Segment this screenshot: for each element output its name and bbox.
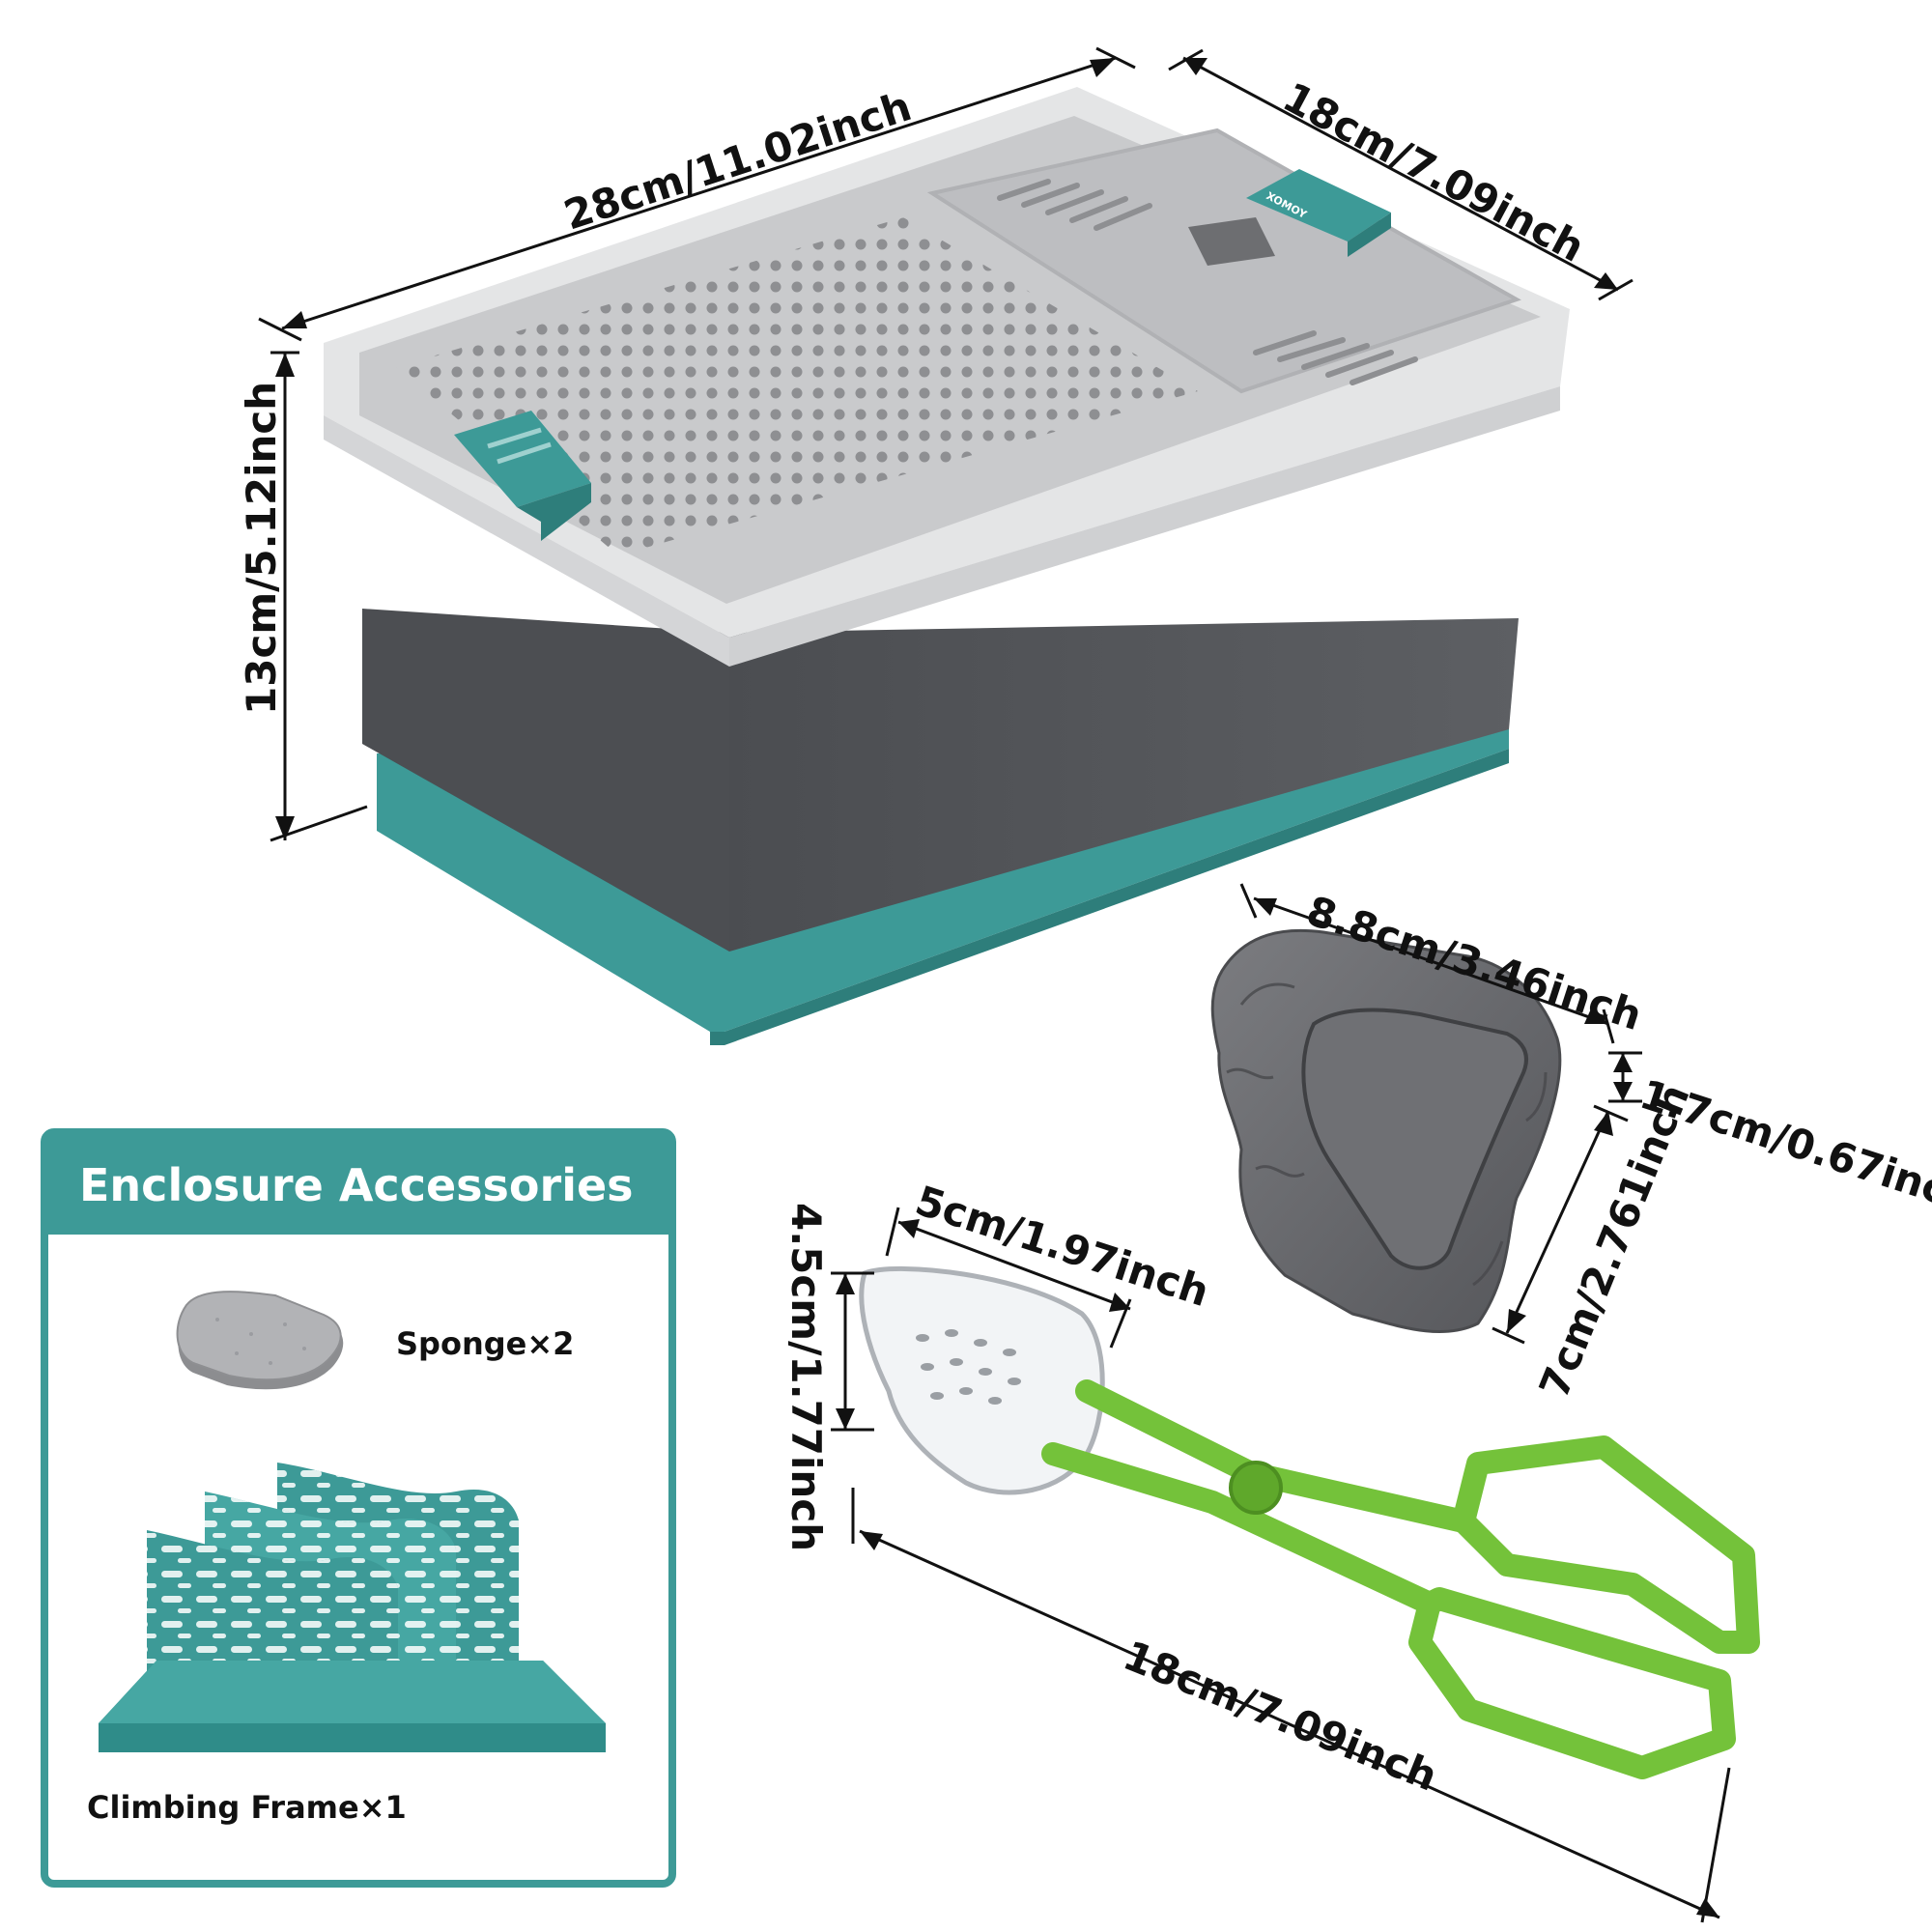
climbing-frame-label: Climbing Frame×1: [87, 1789, 407, 1826]
tong-head-height-label: 4.5cm/1.77inch: [782, 1203, 830, 1551]
box-body: [362, 609, 729, 952]
dish-length-label: 7cm/2.761inch: [1530, 1077, 1699, 1404]
feeding-tongs: [859, 1265, 1760, 1779]
tong-handle-upper: [1452, 1435, 1760, 1654]
lid-vent-grid: [396, 217, 1198, 555]
enclosure-box: XOMOY: [324, 87, 1570, 1045]
climbing-frame-icon: [99, 1463, 606, 1752]
tong-length-label: 18cm/7.09inch: [1117, 1632, 1443, 1801]
latch-front: [454, 411, 591, 541]
accessories-title: Enclosure Accessories: [48, 1136, 668, 1235]
hatch-slots: [997, 179, 1418, 385]
tong-scoop: [859, 1265, 1105, 1495]
box-height-label: 13cm/5.12inch: [238, 382, 285, 715]
sponge-icon: [176, 1291, 344, 1390]
sponge-label: Sponge×2: [396, 1325, 575, 1362]
water-dish: [1210, 928, 1562, 1334]
dimension-lines: [258, 46, 1731, 1923]
dimension-arrowheads: [275, 58, 1719, 1918]
tong-handle-lower: [1408, 1587, 1736, 1779]
accessories-panel: Enclosure Accessories Sponge×2 Climbing …: [41, 1128, 676, 1888]
tong-pivot: [1229, 1461, 1283, 1515]
hatch-handle: [1188, 217, 1275, 266]
